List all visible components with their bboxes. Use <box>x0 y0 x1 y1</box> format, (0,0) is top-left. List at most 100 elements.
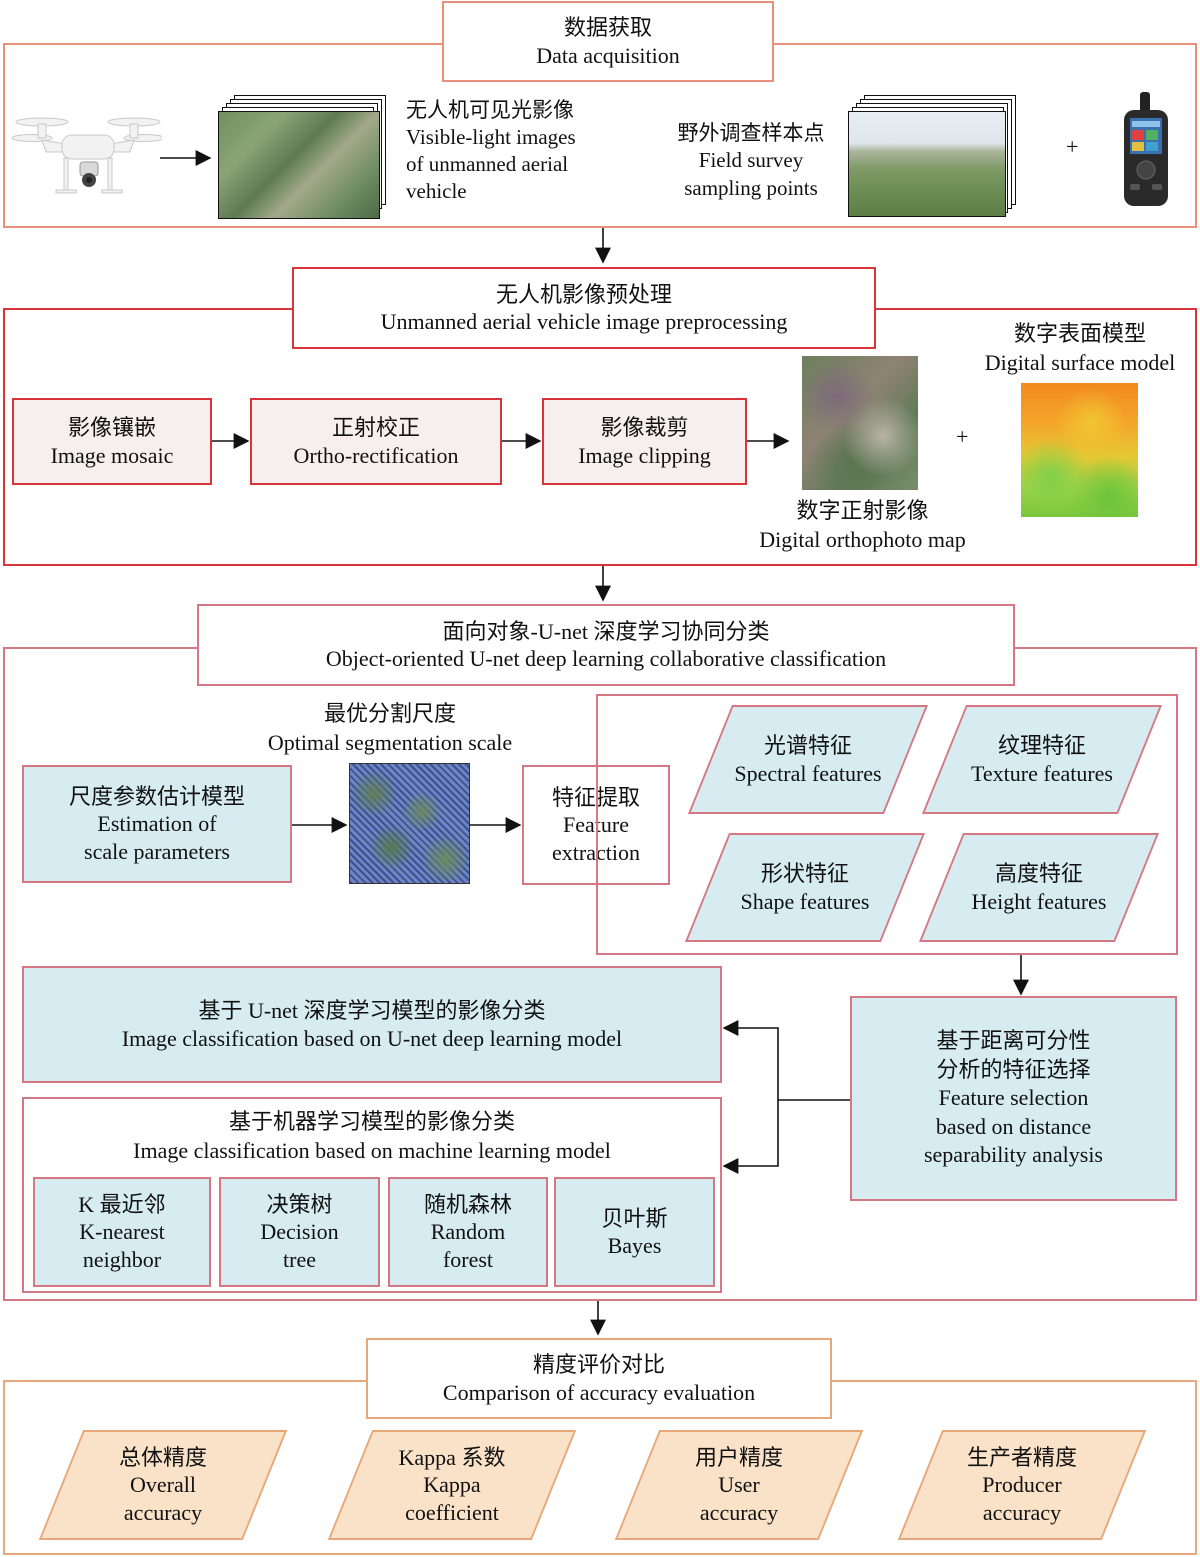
acquisition-title-en: Data acquisition <box>536 42 680 68</box>
acquisition-title-box: 数据获取 Data acquisition <box>442 1 774 82</box>
field-photo <box>848 111 1006 217</box>
knn-en-1: K-nearest <box>79 1219 165 1245</box>
field-photo-stack <box>848 95 1018 220</box>
plus-sign-acq: + <box>1066 134 1079 159</box>
kappa-cn: Kappa 系数 <box>398 1444 506 1470</box>
evaluation-title-box: 精度评价对比 Comparison of accuracy evaluation <box>366 1338 832 1419</box>
classification-title-en: Object-oriented U-net deep learning coll… <box>325 646 887 671</box>
uav-images-label: 无人机可见光影像 Visible-light images of unmanne… <box>406 97 576 205</box>
ml-en: Image classification based on machine le… <box>133 1137 611 1163</box>
ml-model-random-forest: 随机森林 Random forest <box>388 1177 548 1287</box>
fs-cn-1: 基于距离可分性 <box>936 1028 1091 1054</box>
acquisition-title-cn: 数据获取 <box>563 15 652 40</box>
feature-height-cn: 高度特征 <box>994 861 1083 886</box>
drone-icon <box>12 117 162 194</box>
feature-selection-box: 基于距离可分性 分析的特征选择 Feature selection based … <box>850 996 1177 1201</box>
ml-model-decision-tree: 决策树 Decision tree <box>219 1177 380 1287</box>
step-clip-en: Image clipping <box>578 442 711 468</box>
user-cn: 用户精度 <box>694 1444 783 1470</box>
field-survey-label: 野外调查样本点 Field survey sampling points <box>656 120 846 202</box>
preprocessing-title-box: 无人机影像预处理 Unmanned aerial vehicle image p… <box>292 267 876 349</box>
optimal-scale-label: 最优分割尺度 Optimal segmentation scale <box>240 700 540 757</box>
dom-label: 数字正射影像 Digital orthophoto map <box>730 497 995 554</box>
feature-texture-cn: 纹理特征 <box>997 733 1086 758</box>
producer-en-2: accuracy <box>982 1499 1062 1525</box>
producer-cn: 生产者精度 <box>966 1444 1077 1470</box>
bayes-cn: 贝叶斯 <box>601 1205 668 1231</box>
bayes-en: Bayes <box>607 1233 662 1258</box>
overall-en-1: Overall <box>130 1472 196 1498</box>
field-survey-en-1: Field survey <box>698 148 804 173</box>
feature-shape-cn: 形状特征 <box>760 861 849 886</box>
metric-kappa: Kappa 系数 Kappa coefficient <box>327 1430 577 1540</box>
step-ortho-cn: 正射校正 <box>331 415 420 440</box>
metric-producer-accuracy: 生产者精度 Producer accuracy <box>897 1430 1147 1540</box>
ml-model-knn: K 最近邻 K-nearest neighbor <box>33 1177 211 1287</box>
arrow-to-unet <box>722 1020 779 1100</box>
dom-en: Digital orthophoto map <box>759 526 966 552</box>
knn-cn: K 最近邻 <box>78 1191 166 1217</box>
uav-image-stack <box>218 95 388 220</box>
preprocessing-title-cn: 无人机影像预处理 <box>495 281 672 307</box>
feature-height: 高度特征 Height features <box>918 833 1160 942</box>
preprocessing-title-en: Unmanned aerial vehicle image preprocess… <box>380 309 788 334</box>
knn-en-2: neighbor <box>82 1246 162 1272</box>
step-clip-cn: 影像裁剪 <box>600 415 689 440</box>
overall-cn: 总体精度 <box>118 1444 207 1470</box>
rf-en-2: forest <box>442 1246 494 1272</box>
arrow-to-ml <box>722 1100 779 1174</box>
feature-spectral: 光谱特征 Spectral features <box>687 705 929 814</box>
dsm-en: Digital surface model <box>984 349 1176 375</box>
step-ortho-en: Ortho-rectification <box>293 442 459 468</box>
overall-en-2: accuracy <box>123 1499 203 1525</box>
metric-user-accuracy: 用户精度 User accuracy <box>614 1430 864 1540</box>
dt-en-2: tree <box>283 1246 316 1272</box>
step-mosaic-cn: 影像镶嵌 <box>67 415 156 440</box>
rf-cn: 随机森林 <box>423 1191 512 1217</box>
user-en-2: accuracy <box>699 1499 779 1525</box>
evaluation-title-cn: 精度评价对比 <box>532 1352 665 1377</box>
unet-classification-box: 基于 U-net 深度学习模型的影像分类 Image classificatio… <box>22 966 722 1083</box>
evaluation-title-en: Comparison of accuracy evaluation <box>442 1379 756 1405</box>
dt-en-1: Decision <box>260 1219 339 1245</box>
fs-cn-2: 分析的特征选择 <box>936 1056 1091 1082</box>
field-survey-en-2: sampling points <box>684 175 818 200</box>
dsm-label: 数字表面模型 Digital surface model <box>962 320 1198 377</box>
rf-en-1: Random <box>430 1219 506 1245</box>
dt-cn: 决策树 <box>266 1191 333 1217</box>
scale-model-cn: 尺度参数估计模型 <box>68 783 245 809</box>
user-en-1: User <box>718 1472 760 1498</box>
fs-en-2: based on distance <box>935 1113 1092 1139</box>
opt-scale-cn: 最优分割尺度 <box>323 701 456 726</box>
producer-en-1: Producer <box>982 1472 1062 1498</box>
ml-model-bayes: 贝叶斯 Bayes <box>554 1177 715 1287</box>
feature-extraction-cn: 特征提取 <box>551 784 640 810</box>
uav-images-cn: 无人机可见光影像 <box>406 98 574 122</box>
feature-spectral-cn: 光谱特征 <box>763 733 852 758</box>
feature-shape: 形状特征 Shape features <box>684 833 926 942</box>
unet-cn: 基于 U-net 深度学习模型的影像分类 <box>198 998 546 1023</box>
fs-en-3: separability analysis <box>923 1142 1103 1168</box>
scale-parameter-model-box: 尺度参数估计模型 Estimation of scale parameters <box>22 765 292 883</box>
dsm-cn: 数字表面模型 <box>1013 321 1146 346</box>
classification-title-box: 面向对象-U-net 深度学习协同分类 Object-oriented U-ne… <box>197 604 1015 686</box>
ml-title: 基于机器学习模型的影像分类 Image classification based… <box>22 1108 722 1165</box>
features-group <box>596 694 1178 955</box>
dom-cn: 数字正射影像 <box>796 498 929 523</box>
gps-device-icon <box>1124 92 1168 206</box>
fs-en-1: Feature selection <box>938 1085 1089 1111</box>
feature-texture: 纹理特征 Texture features <box>921 705 1163 814</box>
plus-sign-pre: + <box>956 424 969 449</box>
unet-en: Image classification based on U-net deep… <box>121 1025 623 1051</box>
feature-spectral-en: Spectral features <box>734 760 882 786</box>
opt-scale-en: Optimal segmentation scale <box>267 729 513 755</box>
uav-images-en-2: of unmanned aerial <box>406 151 569 176</box>
field-survey-cn: 野外调查样本点 <box>677 121 825 145</box>
feature-height-en: Height features <box>971 888 1107 914</box>
uav-image <box>218 111 380 219</box>
kappa-en-2: coefficient <box>405 1499 499 1525</box>
scale-model-en-1: Estimation of <box>97 811 217 837</box>
feature-texture-en: Texture features <box>971 760 1113 786</box>
metric-overall-accuracy: 总体精度 Overall accuracy <box>38 1430 288 1540</box>
